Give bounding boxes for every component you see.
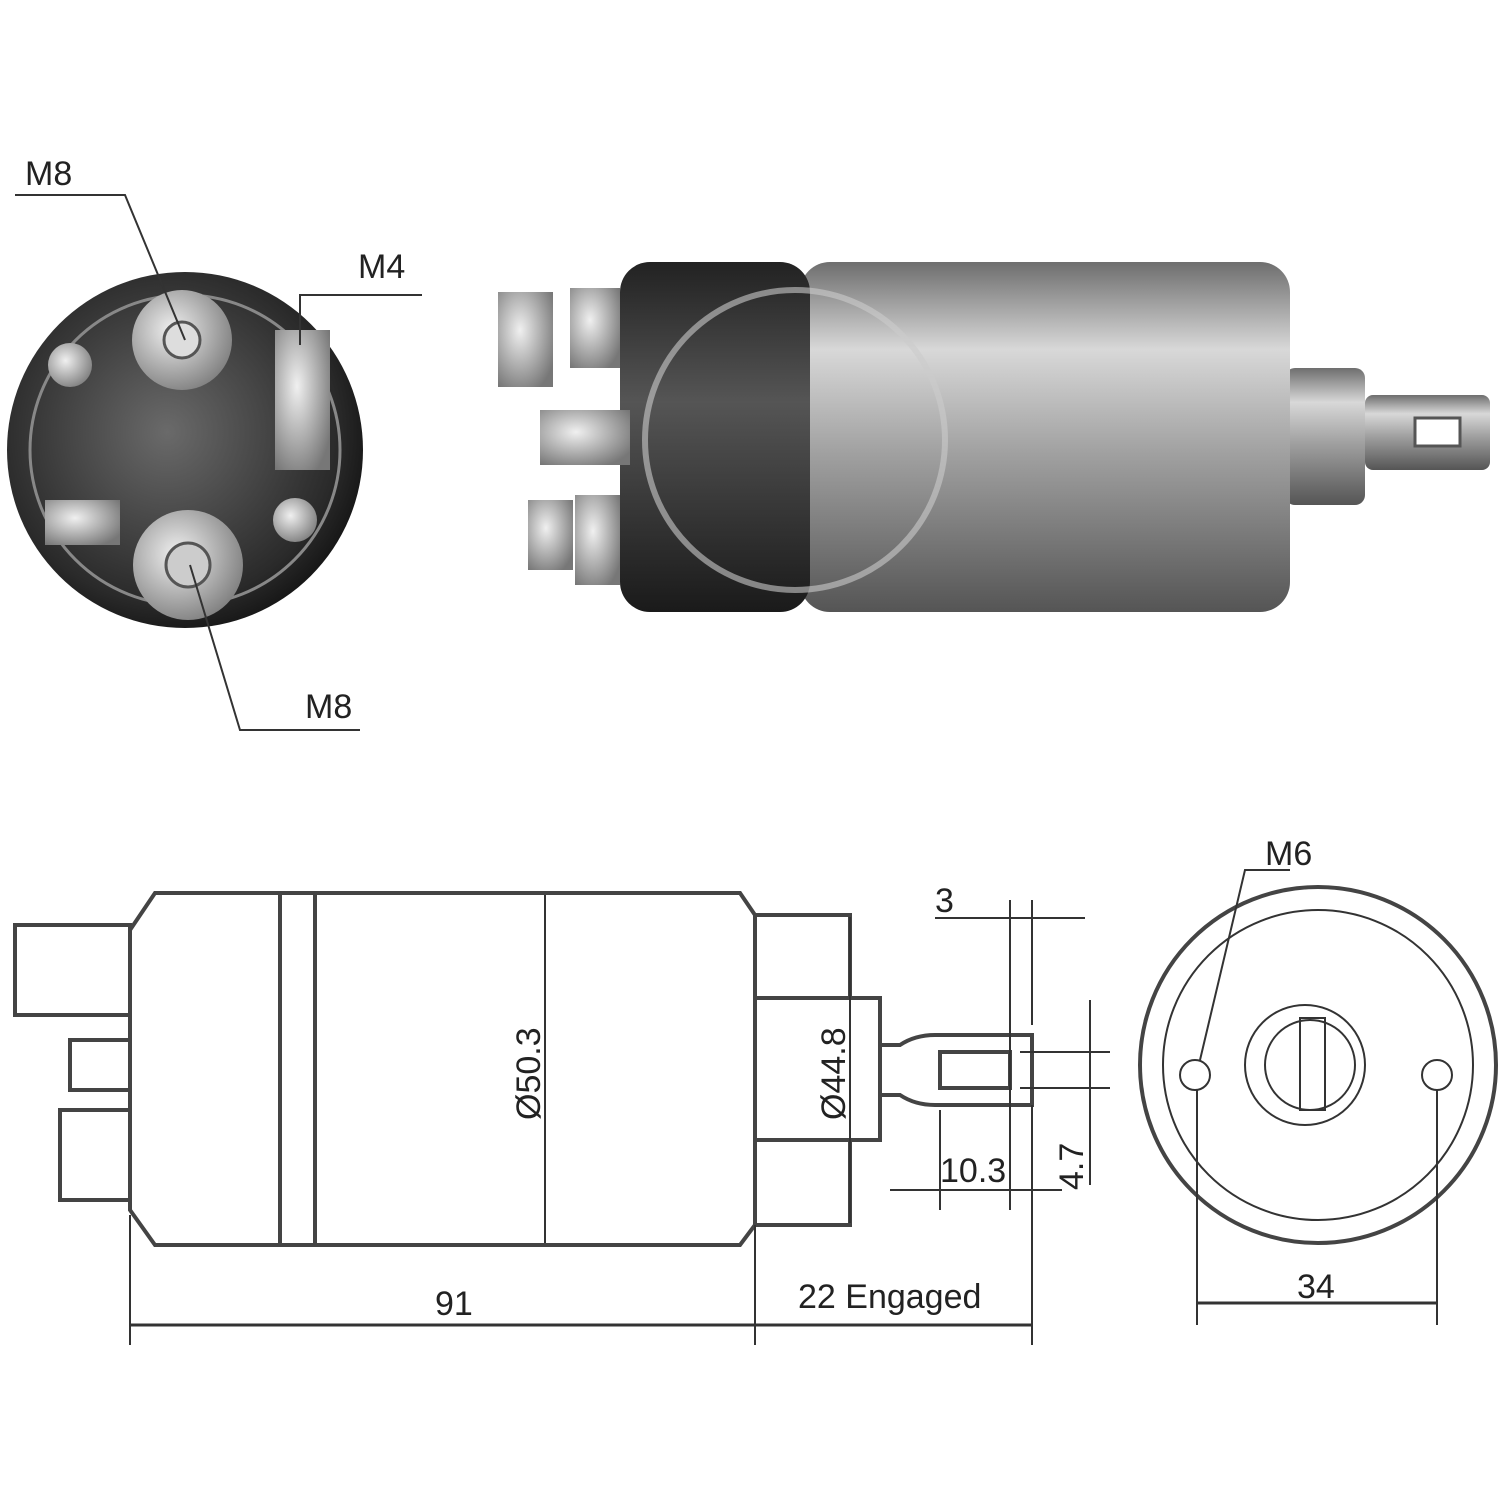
dim-flange-diameter: Ø44.8 [815, 1027, 853, 1120]
side-dimension-drawing [13, 891, 1110, 1345]
dim-body-diameter: Ø50.3 [510, 1027, 548, 1120]
plunger-outline [753, 996, 882, 1142]
terminal-end-view [7, 272, 363, 628]
solenoid-side-photo [498, 262, 1490, 612]
dim-length: 91 [435, 1285, 473, 1323]
label-m8-bottom: M8 [305, 688, 352, 726]
label-m4: M4 [358, 248, 405, 286]
logo-watermark [642, 287, 948, 593]
m4-terminal [275, 330, 330, 470]
leaders-top [15, 194, 422, 731]
dim-hole-spacing: 34 [1297, 1268, 1335, 1306]
label-m6: M6 [1265, 835, 1312, 873]
label-m8-top: M8 [25, 155, 72, 193]
mount-hole-left [1179, 1059, 1211, 1091]
dim-slot-length: 10.3 [940, 1152, 1006, 1190]
dim-tab-offset: 3 [935, 882, 954, 920]
dim-slot-width: 4.7 [1053, 1143, 1091, 1190]
dim-stroke: 22 Engaged [798, 1278, 981, 1316]
plunger [1285, 368, 1365, 505]
rear-end-view [1138, 869, 1498, 1325]
